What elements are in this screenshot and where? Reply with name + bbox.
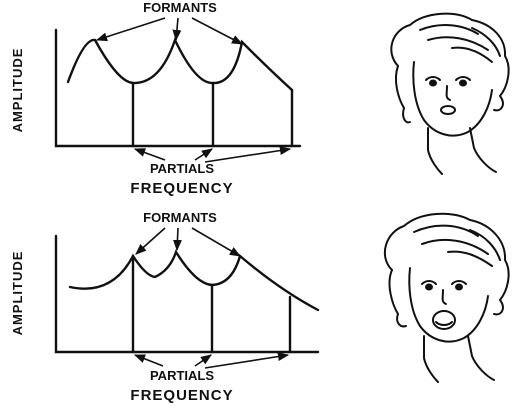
top-formant-arrow-1 [97, 18, 165, 40]
bottom-formant-arrow-2 [177, 228, 178, 250]
top-formant-arrow-2 [176, 18, 178, 40]
face-open-mouth-icon [385, 214, 509, 382]
bottom-axes [56, 236, 318, 352]
bottom-partial-arrows [135, 355, 288, 368]
top-formant-arrows [97, 18, 242, 44]
top-partial-arrow-1 [135, 149, 165, 160]
bottom-amplitude-label: AMPLITUDE [10, 251, 25, 336]
bottom-partial-arrow-3 [205, 355, 288, 368]
top-partial-arrow-2 [195, 149, 212, 160]
top-partial-arrow-3 [205, 149, 290, 162]
bottom-partial-arrow-2 [195, 355, 211, 366]
top-formant-arrow-3 [192, 18, 242, 44]
bottom-graph [56, 236, 318, 352]
bottom-formant-arrows [136, 228, 240, 256]
face-closed-mouth-icon [391, 14, 508, 174]
top-frequency-label: FREQUENCY [130, 180, 233, 197]
top-envelope [68, 40, 292, 90]
top-formants-label: FORMANTS [143, 0, 217, 15]
bottom-envelope [70, 252, 318, 310]
top-partials-label: PARTIALS [150, 161, 214, 176]
bottom-formant-arrow-1 [136, 228, 165, 254]
bottom-partials-label: PARTIALS [150, 368, 214, 383]
top-amplitude-label: AMPLITUDE [10, 48, 25, 133]
bottom-panel: FORMANTS AMPLITUDE PARTIALS FREQUENCY [10, 210, 318, 404]
bottom-frequency-label: FREQUENCY [130, 387, 233, 404]
top-panel: FORMANTS AMPLITUDE PARTIALS FREQUENCY [10, 0, 300, 197]
bottom-formant-arrow-3 [192, 228, 240, 256]
bottom-formants-label: FORMANTS [143, 210, 217, 225]
bottom-partial-arrow-1 [135, 355, 163, 366]
top-graph [56, 30, 300, 146]
